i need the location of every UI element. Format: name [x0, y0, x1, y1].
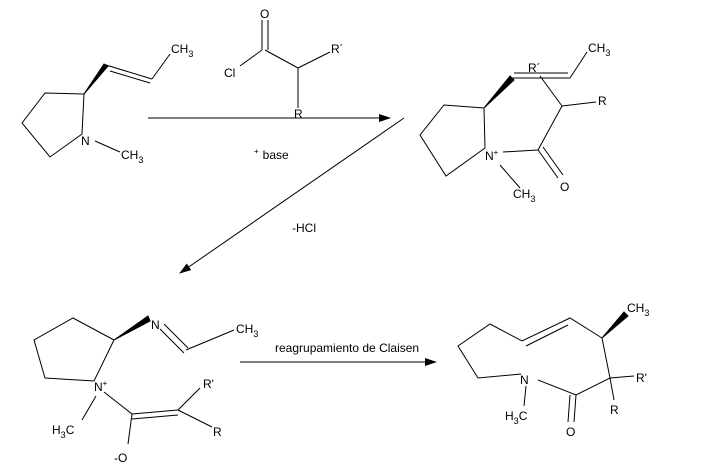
calpha-rprime-bond-2 [539, 75, 563, 107]
propenyl-bond-b [151, 53, 171, 80]
n-enol-bond [103, 391, 133, 415]
r-prime-label-4: R' [636, 371, 647, 385]
ch3-label-5: CH3 [236, 322, 258, 339]
medium-ring [457, 317, 611, 396]
r-prime-label-3: R' [203, 377, 214, 391]
allyl-bond-b [569, 51, 588, 79]
enol-rprime-bond [177, 387, 201, 411]
ch3-label-4: CH3 [513, 187, 535, 204]
n-methyl-bond-1 [94, 140, 121, 153]
hcl-label: -HCl [292, 221, 316, 235]
n-carbonyl-bond [502, 149, 539, 153]
acylammonium-intermediate [419, 51, 597, 189]
c-n-bond [163, 323, 189, 349]
ring-carbonyl-bond-double [567, 394, 571, 423]
n-label-1: N [81, 134, 90, 148]
pyrrolidine-ring-3 [33, 317, 115, 382]
propenyl-bond-a [105, 64, 153, 80]
enol-cc-bond [131, 409, 179, 415]
ch3-label-3: CH3 [588, 41, 610, 58]
o-label-2: O [560, 180, 569, 194]
enol-r-bond [177, 409, 213, 428]
r-label-4: R [610, 403, 619, 417]
o-label-3: O [566, 425, 575, 439]
n-methyl-bond-3 [81, 395, 97, 421]
base-label: +base [254, 147, 289, 162]
n-label-3: N [151, 318, 160, 332]
ch3-label-1: CH3 [171, 42, 193, 59]
enolate-intermediate [33, 315, 235, 445]
propenyl-bond-a-double [109, 70, 151, 84]
calpha-r-bond-2 [561, 101, 597, 107]
r-prime-label-1: R´ [331, 42, 344, 56]
claisen-label: reagrupamiento de Claisen [275, 341, 419, 355]
ring-double-bond-inner [525, 324, 569, 347]
carbonyl-o-bond [537, 149, 559, 179]
enol-cc-bond-double [131, 414, 179, 420]
h3c-label-2: H3C [505, 409, 528, 426]
reaction-arrow-2 [179, 117, 405, 274]
carbonyl-o-bond-double [542, 146, 564, 176]
r-prime-label-2: R´ [528, 61, 541, 75]
wedge-bond-4 [601, 311, 629, 339]
minus-o-label: -O [114, 451, 127, 465]
wedge-bond-3 [113, 315, 151, 341]
carbonyl-calpha-bond [537, 105, 563, 151]
wedge-bond-1 [83, 63, 109, 95]
n-plus-label-1: N+ [485, 148, 499, 163]
cl-label: Cl [224, 66, 235, 80]
azonanone-product [457, 311, 635, 423]
pyrrolidine-ring-1 [21, 92, 85, 158]
r-label-2: R [598, 94, 607, 108]
c-calpha-bond [264, 49, 299, 69]
calpha-rprime-bond [297, 51, 331, 69]
r-label-3: R [213, 425, 222, 439]
imine-methyl-bond [185, 329, 235, 351]
n-methyl-bond-2 [499, 164, 521, 189]
h3c-label-1: H3C [52, 423, 75, 440]
pyrrolidine-ring-2 [419, 104, 486, 177]
ring-rprime-bond [609, 375, 635, 379]
ring-carbonyl-bond [573, 394, 577, 423]
o-label-1: O [260, 7, 269, 21]
c-n-bond-double [159, 328, 185, 354]
ch3-label-6: CH3 [627, 301, 649, 318]
r-label-1: R [294, 107, 303, 121]
n-label-4: N [520, 373, 529, 387]
reagent-acyl-chloride [239, 20, 331, 108]
c-cl-bond [239, 49, 263, 67]
n-plus-label-2: N+ [94, 379, 108, 394]
wedge-bond-2 [483, 75, 515, 109]
enol-o-bond [127, 413, 133, 445]
ring-r-bond [609, 377, 615, 401]
n-methyl-bond-4 [523, 385, 527, 407]
ch3-label-2: CH3 [121, 148, 143, 165]
reactant-pyrrolidine [21, 53, 171, 158]
